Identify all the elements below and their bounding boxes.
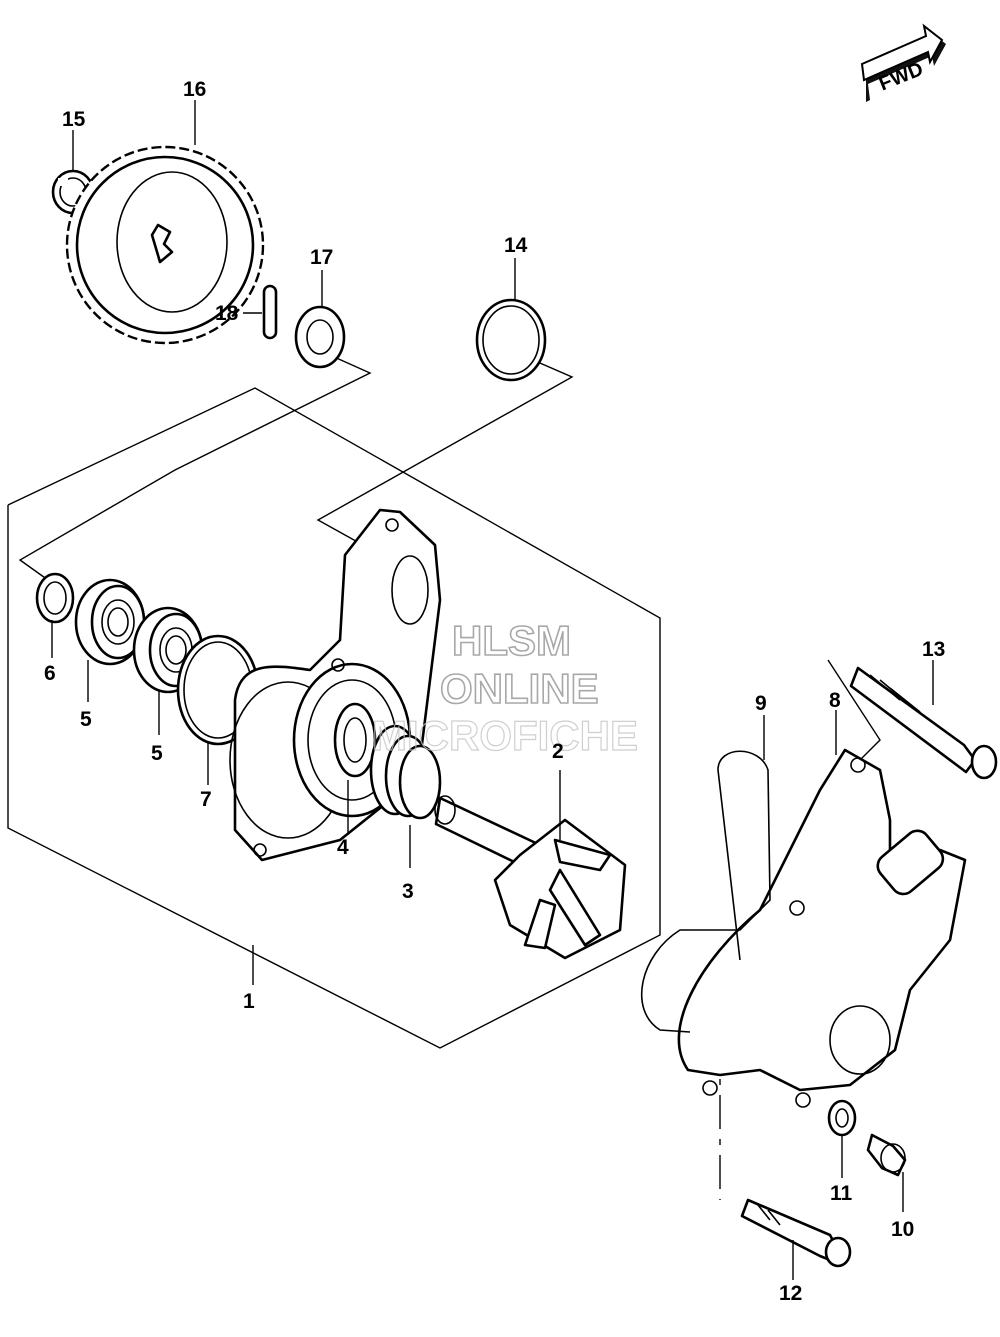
callout-1: 1 — [243, 990, 255, 1013]
part-2-impeller-shaft — [434, 795, 627, 960]
assembly-frame — [7, 387, 661, 1049]
callout-15: 15 — [62, 108, 86, 131]
watermark-line-1: HLSM — [452, 617, 571, 664]
watermark-line-2: ONLINE — [440, 665, 599, 712]
callout-9: 9 — [755, 692, 767, 715]
callout-13: 13 — [922, 638, 945, 661]
watermark: HLSM ONLINE MICROFICHE — [371, 616, 638, 759]
part-16-drive-gear — [65, 145, 265, 345]
callout-17: 17 — [310, 246, 333, 269]
fwd-arrow-icon: FWD — [860, 23, 946, 102]
part-11-washer — [827, 1099, 857, 1137]
part-6-circlip — [35, 572, 75, 624]
callout-labels: 1 2 3 4 5 5 6 7 8 9 10 11 12 13 14 15 16… — [44, 78, 945, 1305]
callout-4: 4 — [337, 836, 349, 859]
callout-18: 18 — [215, 302, 239, 325]
callout-5b: 5 — [151, 742, 163, 765]
alignment-lines — [18, 349, 881, 1200]
part-4-oil-seal — [333, 702, 377, 778]
callout-5a: 5 — [80, 708, 92, 731]
part-13-bolt — [849, 666, 998, 780]
callout-3: 3 — [402, 880, 414, 903]
callout-14: 14 — [504, 234, 528, 257]
part-10-drain-bolt — [866, 1133, 907, 1177]
callout-6: 6 — [44, 662, 56, 685]
part-17-washer — [294, 305, 346, 369]
callout-10: 10 — [891, 1218, 914, 1241]
callout-12: 12 — [779, 1282, 802, 1305]
watermark-line-3: MICROFICHE — [372, 712, 638, 759]
part-5-bearing-a — [74, 578, 146, 666]
part-9-gasket — [640, 750, 771, 1033]
callout-2: 2 — [552, 740, 564, 763]
part-18-dowel-pin — [262, 284, 278, 340]
callout-8: 8 — [829, 689, 841, 712]
callout-16: 16 — [183, 78, 206, 101]
part-14-o-ring — [475, 298, 547, 382]
callout-11: 11 — [830, 1182, 853, 1205]
callout-7: 7 — [200, 788, 212, 811]
part-8-pump-cover — [677, 748, 967, 1108]
part-3-mechanical-seal — [369, 724, 442, 820]
part-12-bolt — [740, 1198, 852, 1268]
